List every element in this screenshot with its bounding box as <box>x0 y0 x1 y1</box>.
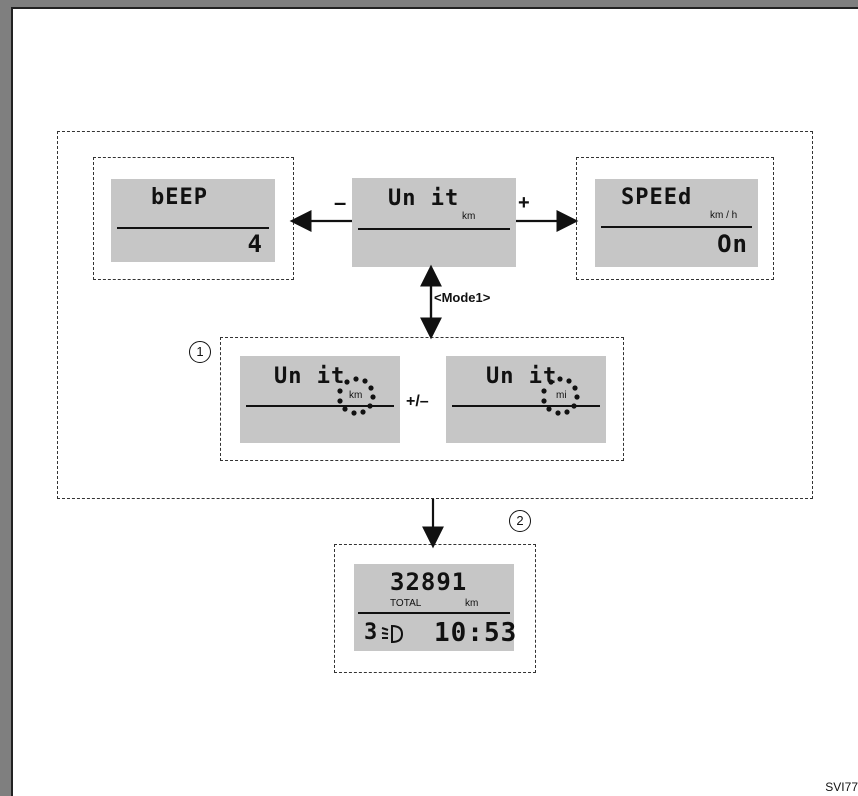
clock-value: 10:53 <box>434 618 518 648</box>
frame-left-border <box>0 0 11 796</box>
unit-mi-label: Un it <box>486 364 558 389</box>
unit-km-unit: km <box>349 390 363 401</box>
unit-km-label: Un it <box>274 364 346 389</box>
speed-display-label: SPEEd <box>621 185 693 210</box>
total-label: TOTAL <box>390 598 422 609</box>
unit-display-divider <box>358 228 510 230</box>
unit-mi-display: Un it mi <box>446 356 606 443</box>
beep-display-divider <box>117 227 269 229</box>
figure-code: SVI77 <box>825 780 858 794</box>
odometer-value: 32891 <box>390 568 468 596</box>
settings-group-outline <box>57 131 813 499</box>
plus-label: + <box>518 192 530 214</box>
speed-display: SPEEd km / h On <box>595 179 758 267</box>
headlight-icon <box>381 624 404 644</box>
frame-top-line <box>11 7 858 9</box>
trip-display-divider <box>358 612 510 614</box>
trip-unit: km <box>465 598 479 609</box>
unit-km-highlight-dots <box>337 376 376 416</box>
mode1-label: <Mode1> <box>434 290 491 305</box>
gear-value: 3 <box>364 620 379 645</box>
frame-left-line <box>11 7 13 796</box>
plus-minus-label: +/– <box>406 393 429 410</box>
unit-mi-divider <box>452 405 600 407</box>
unit-display-label: Un it <box>388 186 460 211</box>
beep-display-value: 4 <box>247 230 263 258</box>
speed-display-divider <box>601 226 752 228</box>
unit-display: Un it km <box>352 178 516 267</box>
speed-display-value: On <box>717 230 748 258</box>
unit-mi-highlight-dots <box>541 376 580 416</box>
beep-display-label: bEEP <box>151 185 208 210</box>
speed-display-unit: km / h <box>710 210 738 221</box>
unit-km-divider <box>246 405 394 407</box>
callout-2: 2 <box>509 510 531 532</box>
callout-1: 1 <box>189 341 211 363</box>
trip-display: 32891 TOTAL km 3 10:53 <box>354 564 518 651</box>
beep-display: bEEP 4 <box>111 179 275 262</box>
unit-km-display: Un it km <box>240 356 400 443</box>
unit-display-unit: km <box>462 211 476 222</box>
minus-label: – <box>334 190 347 215</box>
frame-top-border <box>0 0 858 7</box>
unit-mi-unit: mi <box>556 390 567 401</box>
